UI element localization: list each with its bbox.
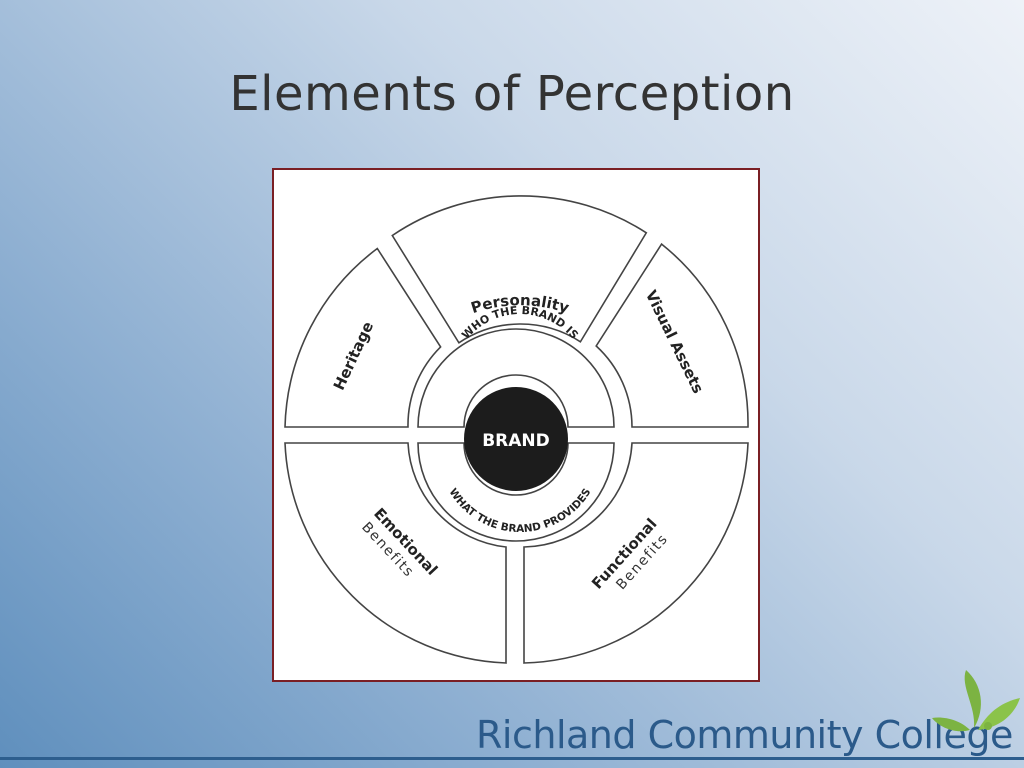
brand-core (464, 387, 568, 491)
inner-ring-bottom (417, 442, 615, 542)
diagram-frame: BRAND WHO THE BRAND IS WHAT THE BRAND PR… (272, 168, 760, 682)
segment-personality (391, 195, 648, 344)
segment-functional-benefits (523, 442, 749, 664)
brand-label: BRAND (482, 431, 550, 451)
segment-heritage (284, 247, 442, 428)
slide-title: Elements of Perception (229, 66, 795, 122)
brand-wheel-diagram: BRAND WHO THE BRAND IS WHAT THE BRAND PR… (284, 195, 749, 664)
inner-ring-top (417, 328, 615, 428)
segment-visual-assets (595, 242, 749, 428)
segment-emotional-benefits (284, 442, 507, 664)
leaf-logo-icon (932, 670, 1020, 732)
footer-rule (0, 757, 1024, 760)
college-name: Richland Community College (476, 713, 1013, 757)
